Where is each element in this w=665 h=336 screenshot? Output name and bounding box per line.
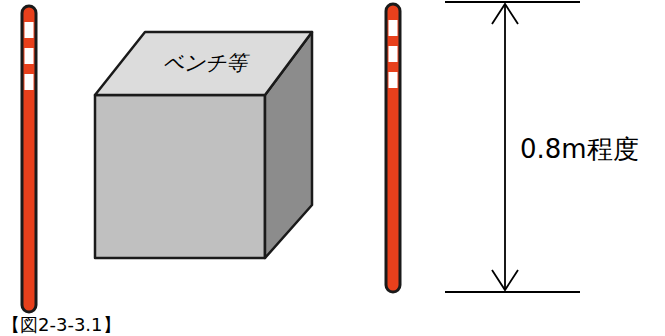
node-label: ベンチ等 [163, 49, 247, 77]
figure-caption: 【図2-3-3.1】 [2, 313, 121, 336]
bench-cube [95, 32, 312, 258]
bench-top-face: ベンチ等 [163, 49, 247, 77]
pole-left [22, 6, 36, 312]
pole-right [386, 4, 400, 292]
dimension-text: 0.8m程度 [520, 132, 639, 167]
